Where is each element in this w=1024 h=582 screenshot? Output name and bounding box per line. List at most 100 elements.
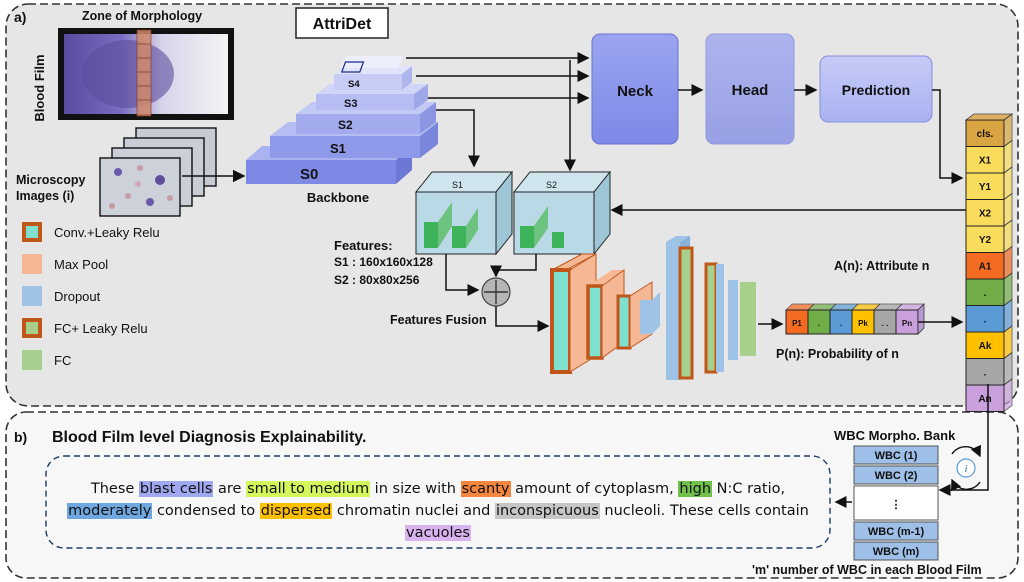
bank-item-3: WBC (m-1) [853, 521, 939, 541]
highlighted-attribute: blast cells [138, 481, 214, 497]
prediction-label: Prediction [842, 82, 910, 98]
arrow-s1-to-fusion [445, 254, 480, 296]
prob-cell-2: . [829, 303, 859, 335]
description-text: nucleoli. These cells contain [599, 503, 809, 519]
neck-box [591, 33, 679, 145]
output-cell-label: Y2 [979, 235, 992, 246]
description-text: in size with [370, 481, 461, 497]
prob-cell-label: Pk [858, 319, 868, 328]
feature-cube-s2-label: S2 [546, 180, 557, 190]
prob-cell-3: Pk [851, 303, 881, 335]
legend-item-3: FC+ Leaky Relu [22, 318, 148, 338]
highlighted-attribute: small to medium [246, 481, 371, 497]
zone-of-morphology-label: Zone of Morphology [82, 9, 202, 23]
bank-item-label: WBC (1) [875, 450, 918, 462]
output-cell-7: . [965, 298, 1013, 333]
output-cell-label: . [984, 315, 987, 326]
attridet-title: AttriDet [313, 16, 372, 33]
head-box [705, 33, 795, 145]
arrow-prediction-to-output [932, 89, 964, 184]
highlighted-attribute: dispersed [259, 503, 333, 519]
description-text: amount of cytoplasm, [510, 481, 679, 497]
legend-item-label: Conv.+Leaky Relu [54, 225, 160, 240]
features-title: Features: [334, 238, 393, 253]
legend-item-label: Max Pool [54, 257, 108, 272]
update-cycle-icon: i [951, 444, 981, 492]
legend-item-label: FC [54, 353, 71, 368]
legend-item-2: Dropout [22, 286, 101, 306]
bank-item-0: WBC (1) [853, 445, 939, 465]
legend-item-0: Conv.+Leaky Relu [22, 222, 160, 242]
legend-item-label: FC+ Leaky Relu [54, 321, 148, 336]
output-cell-4: Y2 [965, 219, 1013, 254]
backbone-label: Backbone [307, 190, 369, 205]
microscopy-label-2: Images (i) [16, 189, 74, 203]
feature-cube-s1 [414, 170, 514, 256]
zone-of-morphology-strip [136, 29, 152, 117]
s4-anchor-box [340, 61, 365, 73]
explainability-title: Blood Film level Diagnosis Explainabilit… [52, 429, 366, 446]
head-label: Head [732, 82, 769, 99]
output-cell-8: Ak [965, 325, 1013, 360]
output-cell-3: X2 [965, 192, 1013, 227]
arrow-fusion-to-classifier [495, 306, 550, 332]
explanation-text: These blast cells are small to medium in… [58, 478, 818, 544]
prob-cell-label: . [818, 319, 820, 328]
microscopy-label-1: Microscopy [16, 173, 86, 187]
prob-cell-label: . . [882, 319, 889, 328]
feature-cube-s1-label: S1 [452, 180, 463, 190]
bank-title: WBC Morpho. Bank [834, 428, 956, 443]
arrow-s2-to-fusion [490, 254, 537, 278]
arrow-s1-to-cube [436, 109, 480, 168]
description-text: N:C ratio, [712, 481, 786, 497]
description-text: are [213, 481, 247, 497]
output-cell-label: An [978, 394, 991, 405]
highlighted-attribute: vacuoles [404, 525, 471, 541]
legend-item-label: Dropout [54, 289, 101, 304]
attridet-title-box [295, 7, 389, 39]
prob-cell-label: Pn [902, 319, 912, 328]
probability-label: P(n): Probability of n [776, 347, 899, 361]
bank-item-label: ⋮ [891, 499, 902, 511]
bank-item-label: WBC (m) [873, 546, 920, 558]
bank-item-2: ⋮ [853, 485, 939, 521]
highlighted-attribute: moderately [67, 503, 153, 519]
attribute-label: A(n): Attribute n [834, 259, 929, 273]
features-s1-dims: S1 : 160x160x128 [334, 255, 433, 269]
bank-item-label: WBC (m-1) [868, 526, 925, 538]
output-cell-label: . [984, 288, 987, 299]
bank-caption: 'm' number of WBC in each Blood Film [752, 563, 982, 577]
output-cell-5: A1 [965, 245, 1013, 280]
features-fusion-label: Features Fusion [390, 313, 487, 327]
neck-label: Neck [617, 83, 654, 100]
output-cell-1: X1 [965, 139, 1013, 174]
backbone-pyramid [246, 56, 438, 184]
backbone-stage-s4: S4 [348, 79, 360, 90]
probability-vector: P1.. Pk . . Pn [785, 303, 925, 335]
output-cell-9: . [965, 351, 1013, 386]
output-cell-6: . [965, 272, 1013, 307]
bank-item-label: WBC (2) [875, 470, 918, 482]
highlighted-attribute: inconspicuous [494, 503, 600, 519]
highlighted-attribute: scanty [460, 481, 511, 497]
prob-cell-label: . [840, 319, 842, 328]
panel-a-label: a) [14, 9, 26, 25]
output-cell-label: . [984, 368, 987, 379]
bank-item-1: WBC (2) [853, 465, 939, 485]
output-cell-label: cls. [977, 129, 994, 140]
output-cell-label: A1 [979, 262, 992, 273]
output-cell-0: cls. [964, 113, 1014, 148]
prob-cell-0: P1 [785, 303, 815, 335]
legend-item-4: FC [22, 350, 71, 370]
description-text: These [90, 481, 139, 497]
explanation-box [45, 455, 831, 549]
backbone-stage-s2: S2 [338, 118, 353, 132]
info-icon [956, 458, 976, 478]
backbone-stage-s0: S0 [300, 166, 318, 183]
description-text: chromatin nuclei and [332, 503, 495, 519]
legend-item-1: Max Pool [22, 254, 108, 274]
blood-film-smear [82, 40, 174, 108]
output-cell-label: X1 [979, 156, 992, 167]
